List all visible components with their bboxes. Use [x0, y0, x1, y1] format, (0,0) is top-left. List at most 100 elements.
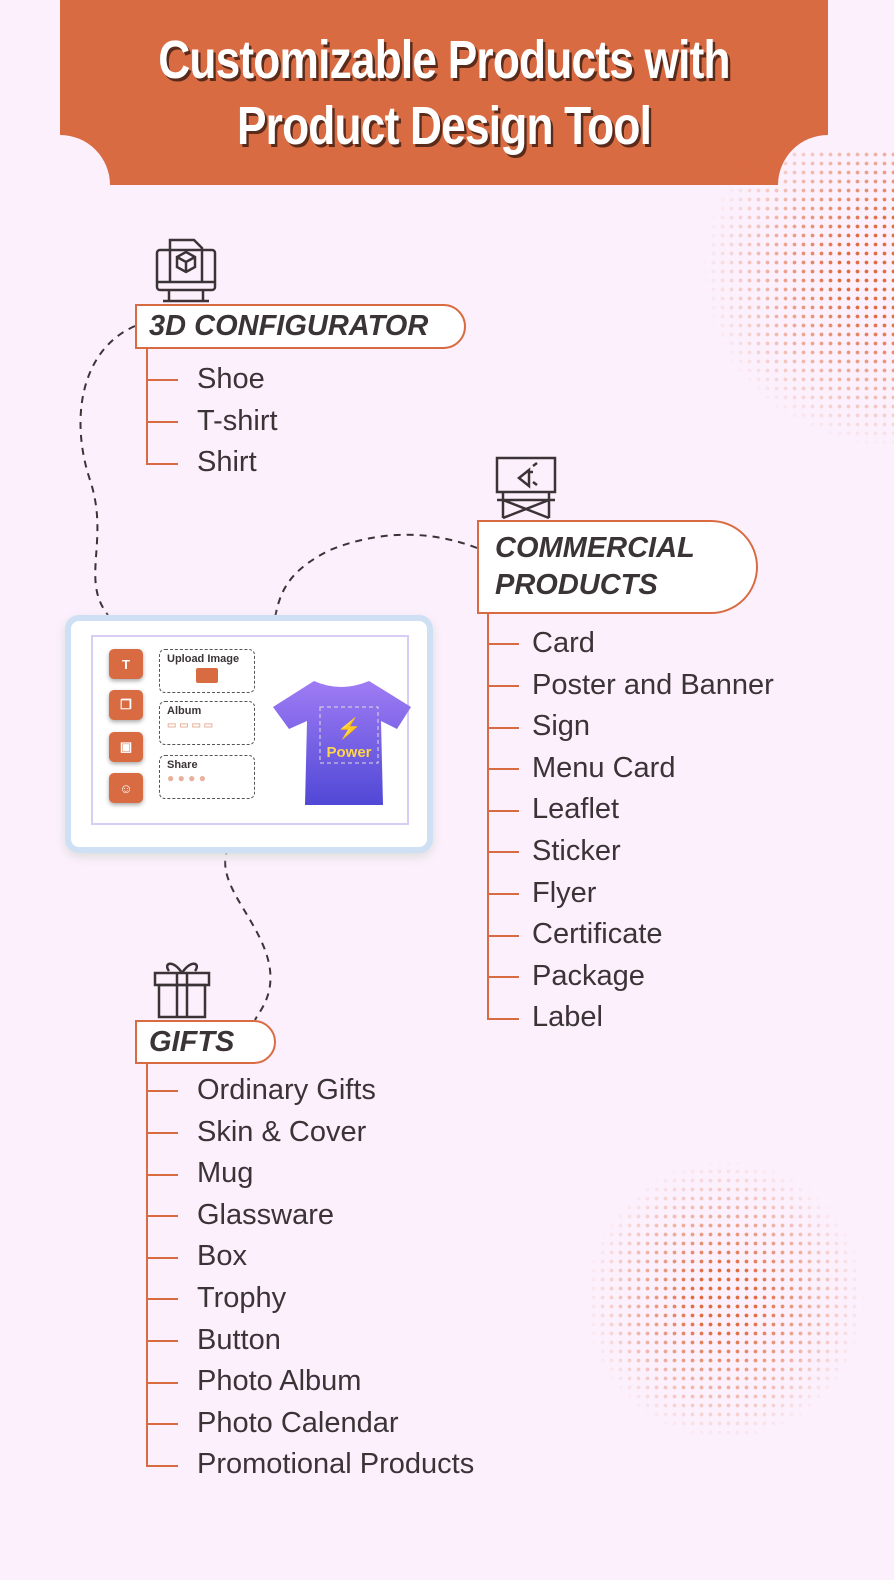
- svg-text:⚡: ⚡: [337, 716, 362, 740]
- tree-tick: [146, 1173, 178, 1176]
- list-item: Sign: [487, 706, 774, 748]
- list-item: Card: [487, 623, 774, 665]
- mockup-canvas: T ❐ ▣ ☺ Upload Image Album ▭ ▭ ▭ ▭ Share●…: [91, 635, 411, 825]
- list-item: Menu Card: [487, 748, 774, 790]
- list-item: Package: [487, 956, 774, 998]
- tree-tick: [146, 1215, 178, 1218]
- list-item-label: Box: [197, 1240, 247, 1273]
- tree-tick: [146, 1131, 178, 1134]
- emoji-tool-icon: ☺: [109, 773, 143, 803]
- list-item: T-shirt: [146, 401, 278, 443]
- dot-pattern-bottom: [580, 1140, 870, 1460]
- tree-line: [487, 614, 489, 1018]
- layers-tool-icon: ❐: [109, 690, 143, 720]
- tree-tick: [487, 976, 519, 979]
- share-label: Share: [167, 759, 198, 771]
- list-item-label: Card: [532, 627, 595, 659]
- image-tool-icon: ▣: [109, 732, 143, 762]
- title-line-2: Product Design Tool: [236, 96, 652, 156]
- tree-tick: [146, 1339, 178, 1342]
- banner-notch-left: [10, 135, 110, 235]
- configurator-list: Shoe T-shirt Shirt: [146, 359, 278, 484]
- list-item-label: Flyer: [532, 876, 597, 909]
- album-label: Album: [167, 705, 202, 717]
- list-item-label: Ordinary Gifts: [197, 1074, 376, 1106]
- tree-tick: [146, 1381, 178, 1384]
- section-label-commercial-products: COMMERCIAL PRODUCTS: [477, 520, 758, 614]
- list-item-label: Label: [532, 1001, 603, 1034]
- upload-label: Upload Image: [167, 653, 240, 665]
- monitor-3d-box-icon: [155, 238, 217, 303]
- list-item-label: Sign: [532, 710, 591, 743]
- album-card: Album ▭ ▭ ▭ ▭: [159, 701, 255, 745]
- list-item: Flyer: [487, 873, 774, 915]
- list-item-label: Promotional Products: [197, 1448, 475, 1481]
- image-icon: [196, 668, 218, 683]
- tree-tick: [146, 1464, 178, 1467]
- tree-line: [146, 349, 148, 464]
- list-item: Sticker: [487, 831, 774, 873]
- section-label-3d-configurator: 3D CONFIGURATOR: [135, 304, 466, 349]
- list-item: Skin & Cover: [146, 1112, 474, 1154]
- list-item: Shoe: [146, 359, 278, 401]
- tree-tick: [487, 851, 519, 854]
- list-item-label: Sticker: [532, 834, 621, 867]
- list-item: Box: [146, 1236, 474, 1278]
- list-item: Photo Album: [146, 1361, 474, 1403]
- list-item: Photo Calendar: [146, 1403, 474, 1445]
- list-item-label: Photo Album: [197, 1365, 362, 1398]
- label-line: PRODUCTS: [495, 569, 658, 601]
- list-item: Ordinary Gifts: [146, 1070, 474, 1112]
- tree-tick: [146, 1256, 178, 1259]
- list-item-label: Package: [532, 959, 645, 992]
- list-item-label: Leaflet: [532, 793, 620, 826]
- list-item: Label: [487, 997, 774, 1039]
- tree-tick: [487, 809, 519, 812]
- list-item: Button: [146, 1320, 474, 1362]
- tree-tick: [146, 1298, 178, 1301]
- shirt-text: Power: [326, 744, 372, 761]
- upload-image-card: Upload Image: [159, 649, 255, 693]
- tree-line: [146, 1064, 148, 1466]
- list-item-label: Menu Card: [532, 751, 676, 784]
- list-item-label: Photo Calendar: [197, 1406, 399, 1439]
- social-icons: ● ● ● ●: [167, 771, 206, 785]
- billboard-megaphone-icon: [495, 456, 557, 520]
- tree-tick: [146, 1423, 178, 1426]
- tree-tick: [487, 768, 519, 771]
- tree-tick: [487, 726, 519, 729]
- title-line-1: Customizable Products with: [158, 30, 730, 90]
- list-item-label: Poster and Banner: [532, 668, 774, 701]
- tshirt-image: ⚡: [273, 681, 411, 805]
- list-item-label: Mug: [197, 1157, 254, 1190]
- list-item: Leaflet: [487, 789, 774, 831]
- tree-tick: [487, 643, 519, 646]
- list-item: Certificate: [487, 914, 774, 956]
- dot-pattern-top: [700, 150, 894, 450]
- tree-tick: [487, 1017, 519, 1020]
- list-item: Mug: [146, 1153, 474, 1195]
- list-item-label: Glassware: [197, 1198, 334, 1231]
- gift-box-icon: [153, 962, 211, 1019]
- share-card: Share● ● ● ●: [159, 755, 255, 799]
- tree-tick: [487, 892, 519, 895]
- list-item: Shirt: [146, 442, 278, 484]
- text-tool-icon: T: [109, 649, 143, 679]
- tree-tick: [146, 1090, 178, 1093]
- list-item-label: Certificate: [532, 918, 663, 951]
- list-item: Promotional Products: [146, 1444, 474, 1486]
- list-item-label: Skin & Cover: [197, 1115, 367, 1148]
- album-thumbnails-icon: ▭ ▭ ▭ ▭: [167, 720, 214, 731]
- list-item: Trophy: [146, 1278, 474, 1320]
- list-item-label: Trophy: [197, 1281, 287, 1314]
- label-line: COMMERCIAL: [495, 532, 695, 564]
- list-item: Glassware: [146, 1195, 474, 1237]
- list-item: Poster and Banner: [487, 665, 774, 707]
- tree-tick: [487, 934, 519, 937]
- section-label-gifts: GIFTS: [135, 1020, 276, 1064]
- design-tool-mockup: T ❐ ▣ ☺ Upload Image Album ▭ ▭ ▭ ▭ Share●…: [65, 615, 433, 853]
- tree-tick: [487, 684, 519, 687]
